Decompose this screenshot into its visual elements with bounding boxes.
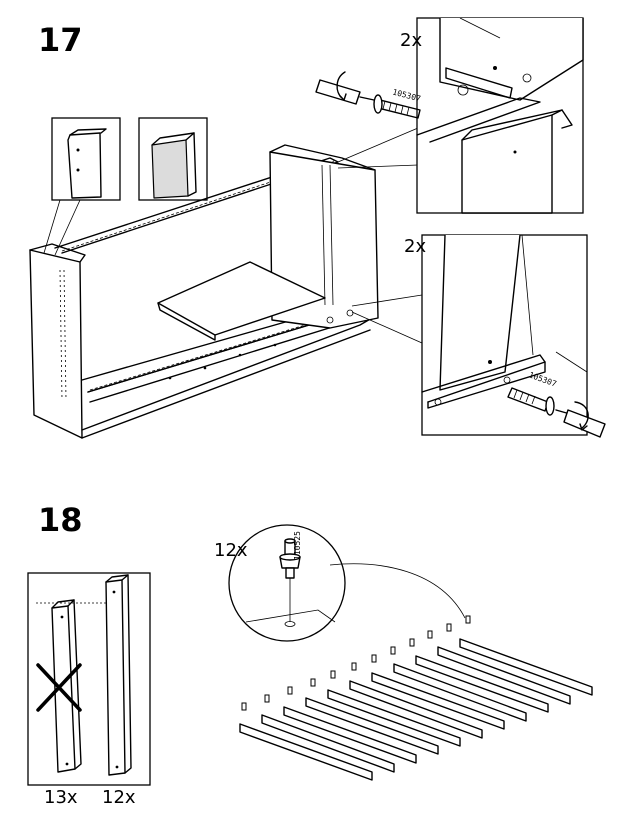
cross-icon — [36, 663, 82, 712]
long-slat — [105, 574, 132, 776]
wrong-slat-count: 13x — [44, 787, 78, 808]
slat-row — [239, 615, 593, 781]
short-slat — [51, 599, 82, 773]
detail-bottom-quantity: 2x — [404, 236, 427, 257]
screw-icon — [507, 387, 555, 416]
step-18-number: 18 — [38, 501, 83, 539]
detail-top-quantity: 2x — [400, 30, 423, 51]
screwdriver-icon — [315, 71, 375, 105]
dowel-detail-circle — [228, 524, 466, 642]
dowel-icon — [279, 538, 301, 579]
dowel-quantity: 12x — [214, 540, 248, 561]
cabinet-frame — [29, 144, 379, 439]
screwdriver-icon — [555, 401, 606, 438]
detail-top-drawing — [416, 17, 584, 214]
dowel-part-code: 110525 — [293, 531, 302, 560]
screw-icon — [373, 94, 421, 119]
slat-comparison-box — [27, 572, 151, 786]
right-slat-count: 12x — [102, 787, 136, 808]
step-17-number: 17 — [38, 21, 83, 59]
detail-bottom-drawing — [421, 234, 588, 409]
